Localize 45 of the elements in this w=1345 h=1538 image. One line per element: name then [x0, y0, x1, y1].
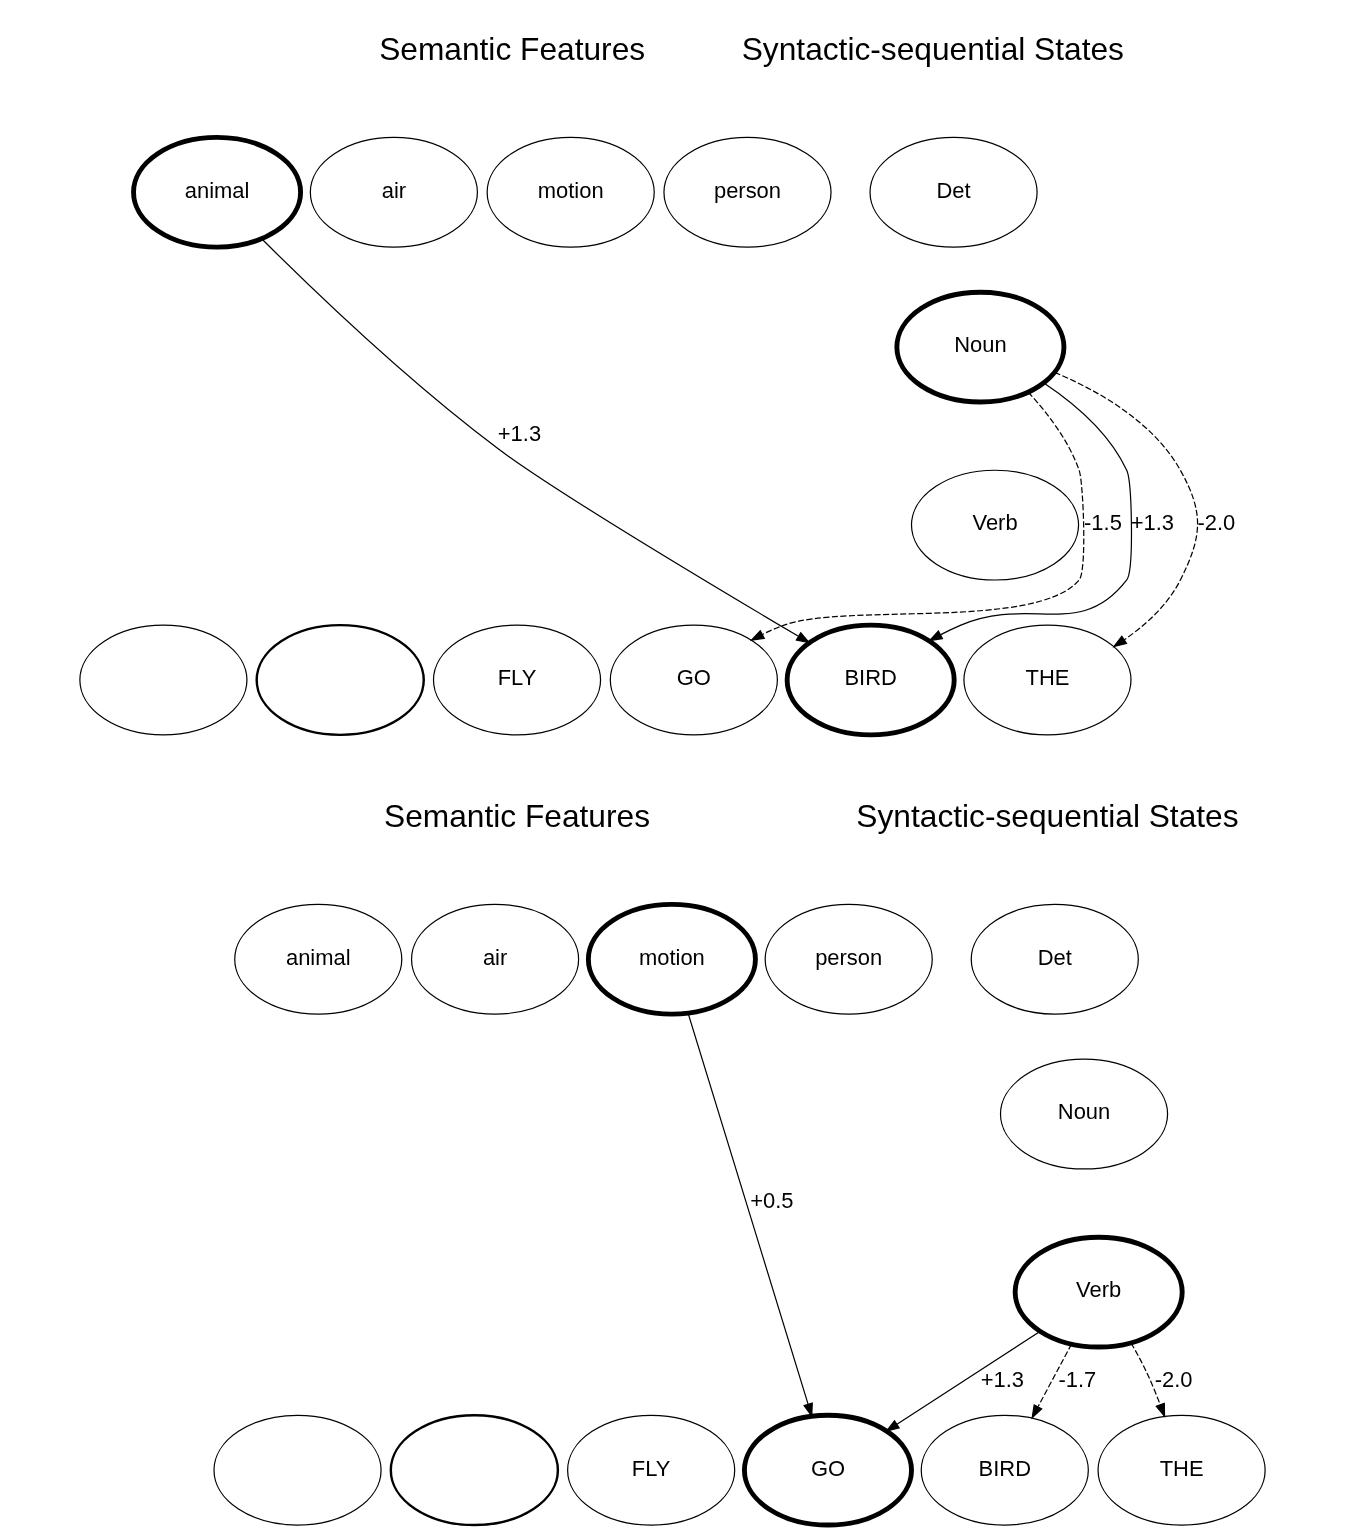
node-ellipse: Noun — [999, 1058, 1169, 1170]
edge-label: +1.3 — [1130, 510, 1174, 536]
arrow — [1031, 1343, 1073, 1420]
node-ellipse: Verb — [1012, 1234, 1185, 1350]
node-ellipse: FLY — [432, 624, 602, 736]
edge-label: -1.7 — [1058, 1366, 1097, 1392]
node-ellipse: animal — [131, 134, 304, 250]
edge-label: -1.5 — [1084, 510, 1122, 536]
arrow — [928, 382, 1133, 642]
node-ellipse: Noun — [894, 289, 1067, 405]
arrow — [261, 238, 811, 644]
node-ellipse: person — [764, 903, 933, 1015]
node-ellipse: air — [410, 903, 580, 1015]
edge-label: +1.3 — [497, 421, 542, 447]
node-ellipse — [389, 1414, 560, 1527]
label: Semantic Features — [384, 798, 650, 835]
edge-label: +0.5 — [750, 1188, 794, 1214]
arrow — [749, 391, 1085, 641]
node-ellipse — [255, 623, 425, 737]
node-ellipse: motion — [585, 901, 758, 1017]
node-ellipse: animal — [234, 903, 403, 1015]
node-ellipse: person — [663, 136, 832, 248]
node-ellipse — [79, 624, 248, 736]
arrow — [885, 1330, 1041, 1432]
edge-label: -2.0 — [1197, 510, 1236, 536]
node-ellipse: Verb — [910, 469, 1080, 581]
edge-label: +1.3 — [980, 1366, 1024, 1392]
node-ellipse — [213, 1414, 382, 1526]
node-ellipse: GO — [742, 1412, 914, 1528]
node-ellipse: motion — [486, 136, 655, 248]
arrow — [1054, 371, 1199, 648]
node-ellipse: BIRD — [784, 622, 957, 738]
label: Syntactic-sequential States — [741, 31, 1124, 68]
node-ellipse: THE — [963, 624, 1132, 736]
node-ellipse: GO — [609, 624, 778, 736]
label: Syntactic-sequential States — [856, 798, 1239, 835]
node-ellipse: BIRD — [920, 1414, 1089, 1526]
node-ellipse: air — [309, 136, 478, 248]
node-ellipse: Det — [869, 136, 1038, 248]
node-ellipse: FLY — [567, 1414, 736, 1526]
arrow — [1130, 1342, 1166, 1418]
edge-label: -2.0 — [1154, 1366, 1193, 1392]
node-ellipse: THE — [1097, 1414, 1266, 1526]
node-ellipse: Det — [970, 903, 1139, 1015]
label: Semantic Features — [379, 31, 646, 68]
